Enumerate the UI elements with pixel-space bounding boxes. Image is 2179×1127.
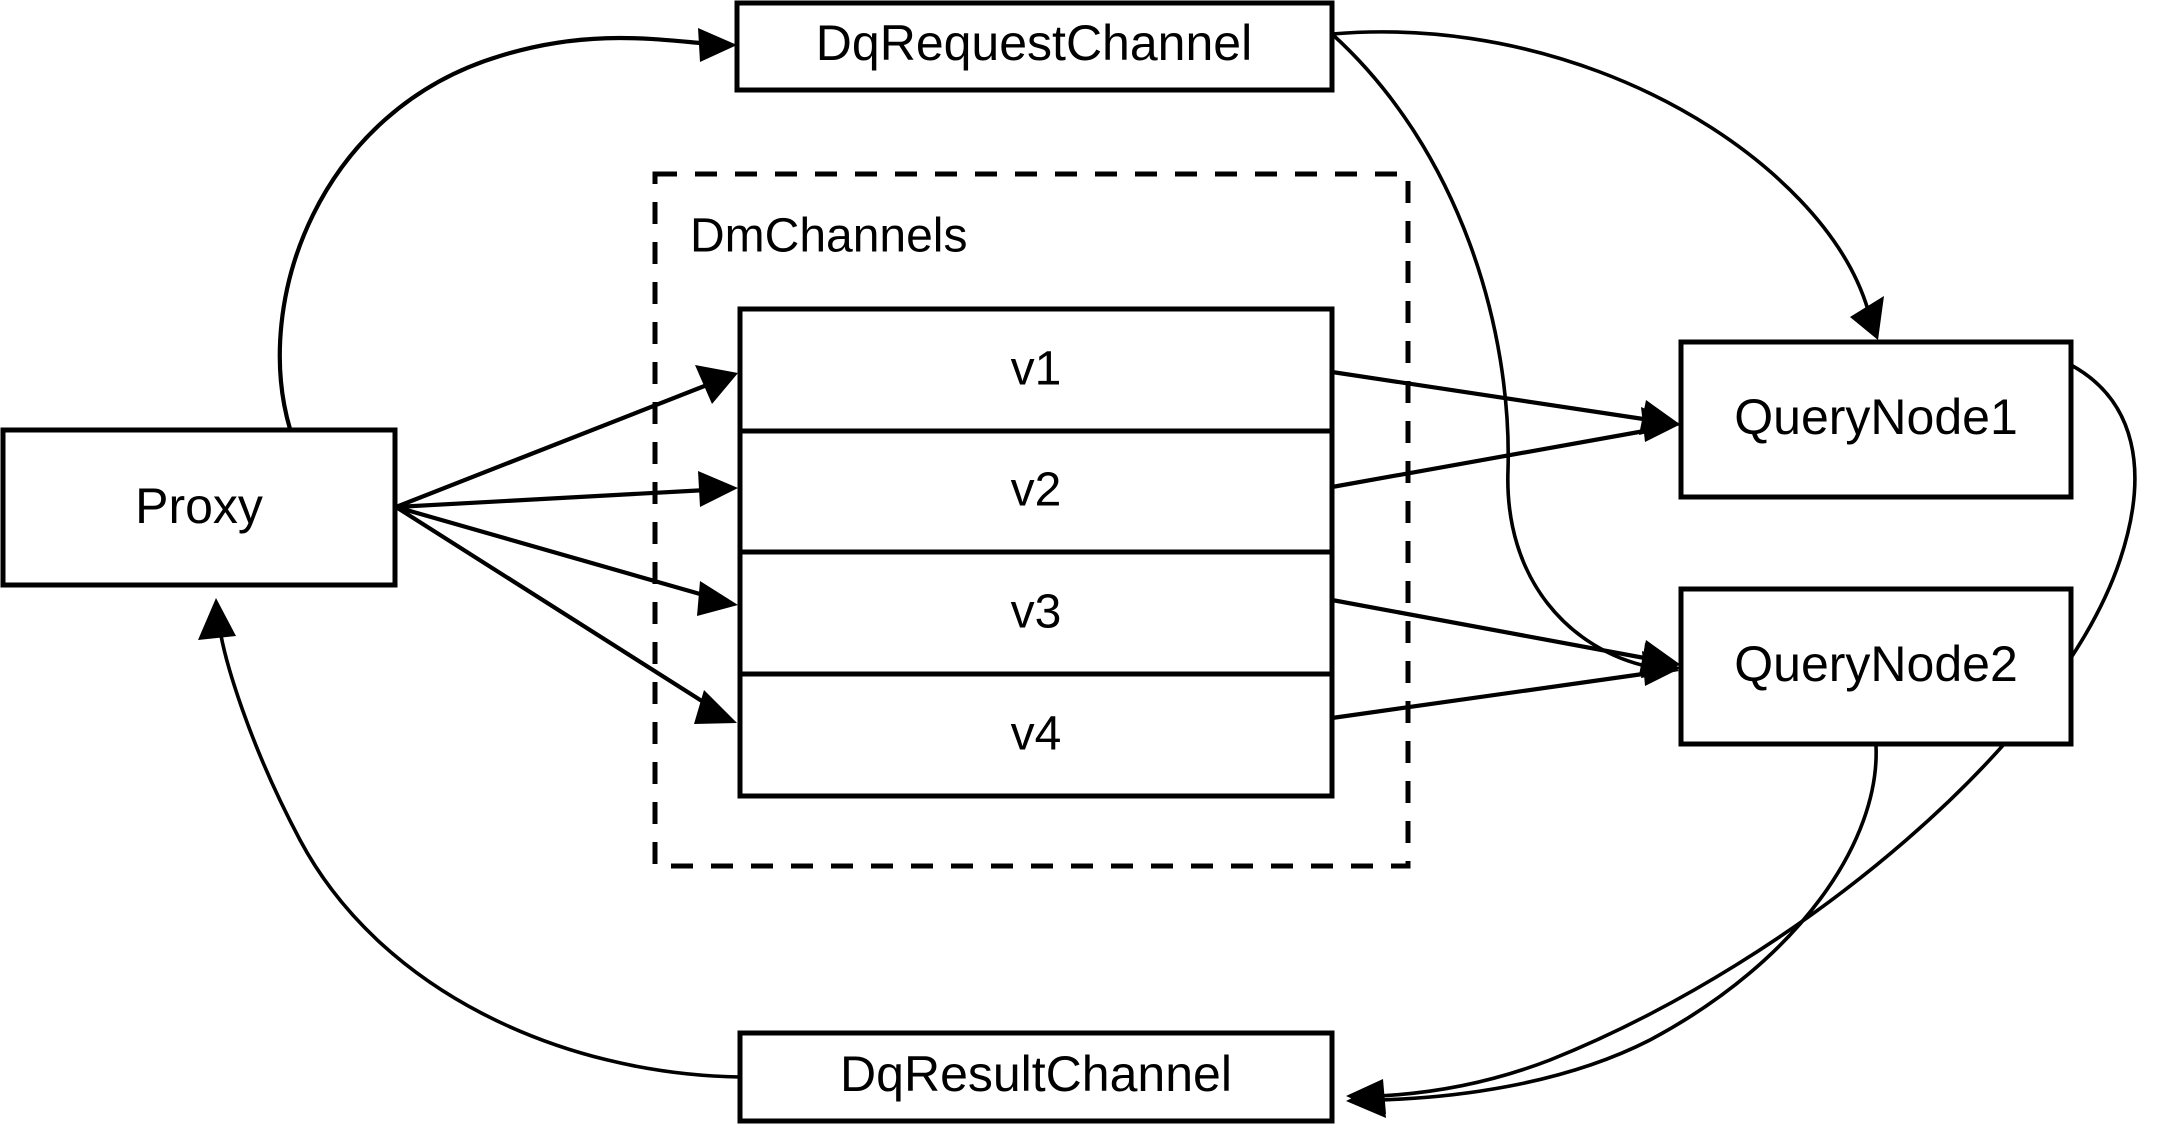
dmchannels-group-label: DmChannels (690, 210, 967, 263)
dmchannels-group (652, 171, 1411, 869)
channel-row-label-v3: v3 (1011, 586, 1062, 639)
querynode1-label: QueryNode1 (1734, 389, 2018, 445)
node-dqresultchannel[interactable] (737, 1030, 1335, 1124)
edge-proxy-to-dqrequestchannel (277, 28, 737, 430)
edge-proxy-to-v4 (394, 505, 737, 724)
edge-v3-to-querynode2 (1331, 597, 1681, 675)
dqrequestchannel-label: DqRequestChannel (816, 15, 1252, 71)
channel-row-label-v2: v2 (1011, 464, 1062, 517)
edge-dqrequestchannel-to-querynode1 (1331, 30, 1884, 340)
node-querynode2[interactable] (1678, 586, 2074, 747)
edge-querynode2-to-dqresultchannel (1346, 745, 1878, 1118)
channel-table (737, 306, 1335, 799)
node-querynode1[interactable] (1678, 339, 2074, 500)
edge-dqresultchannel-to-proxy (198, 598, 741, 1079)
node-proxy[interactable] (0, 427, 398, 588)
edge-v2-to-querynode1 (1331, 407, 1681, 490)
edge-dqrequestchannel-to-querynode2 (1330, 32, 1679, 678)
edge-proxy-to-v1 (395, 365, 738, 509)
edge-v4-to-querynode2 (1331, 651, 1681, 721)
edge-proxy-to-v3 (395, 504, 738, 616)
querynode2-label: QueryNode2 (1734, 636, 2018, 692)
channel-row-label-v4: v4 (1011, 708, 1062, 761)
dqresultchannel-label: DqResultChannel (840, 1046, 1232, 1102)
proxy-label: Proxy (135, 478, 263, 534)
node-dqrequestchannel[interactable] (734, 0, 1335, 93)
channel-row-label-v1: v1 (1011, 343, 1062, 396)
